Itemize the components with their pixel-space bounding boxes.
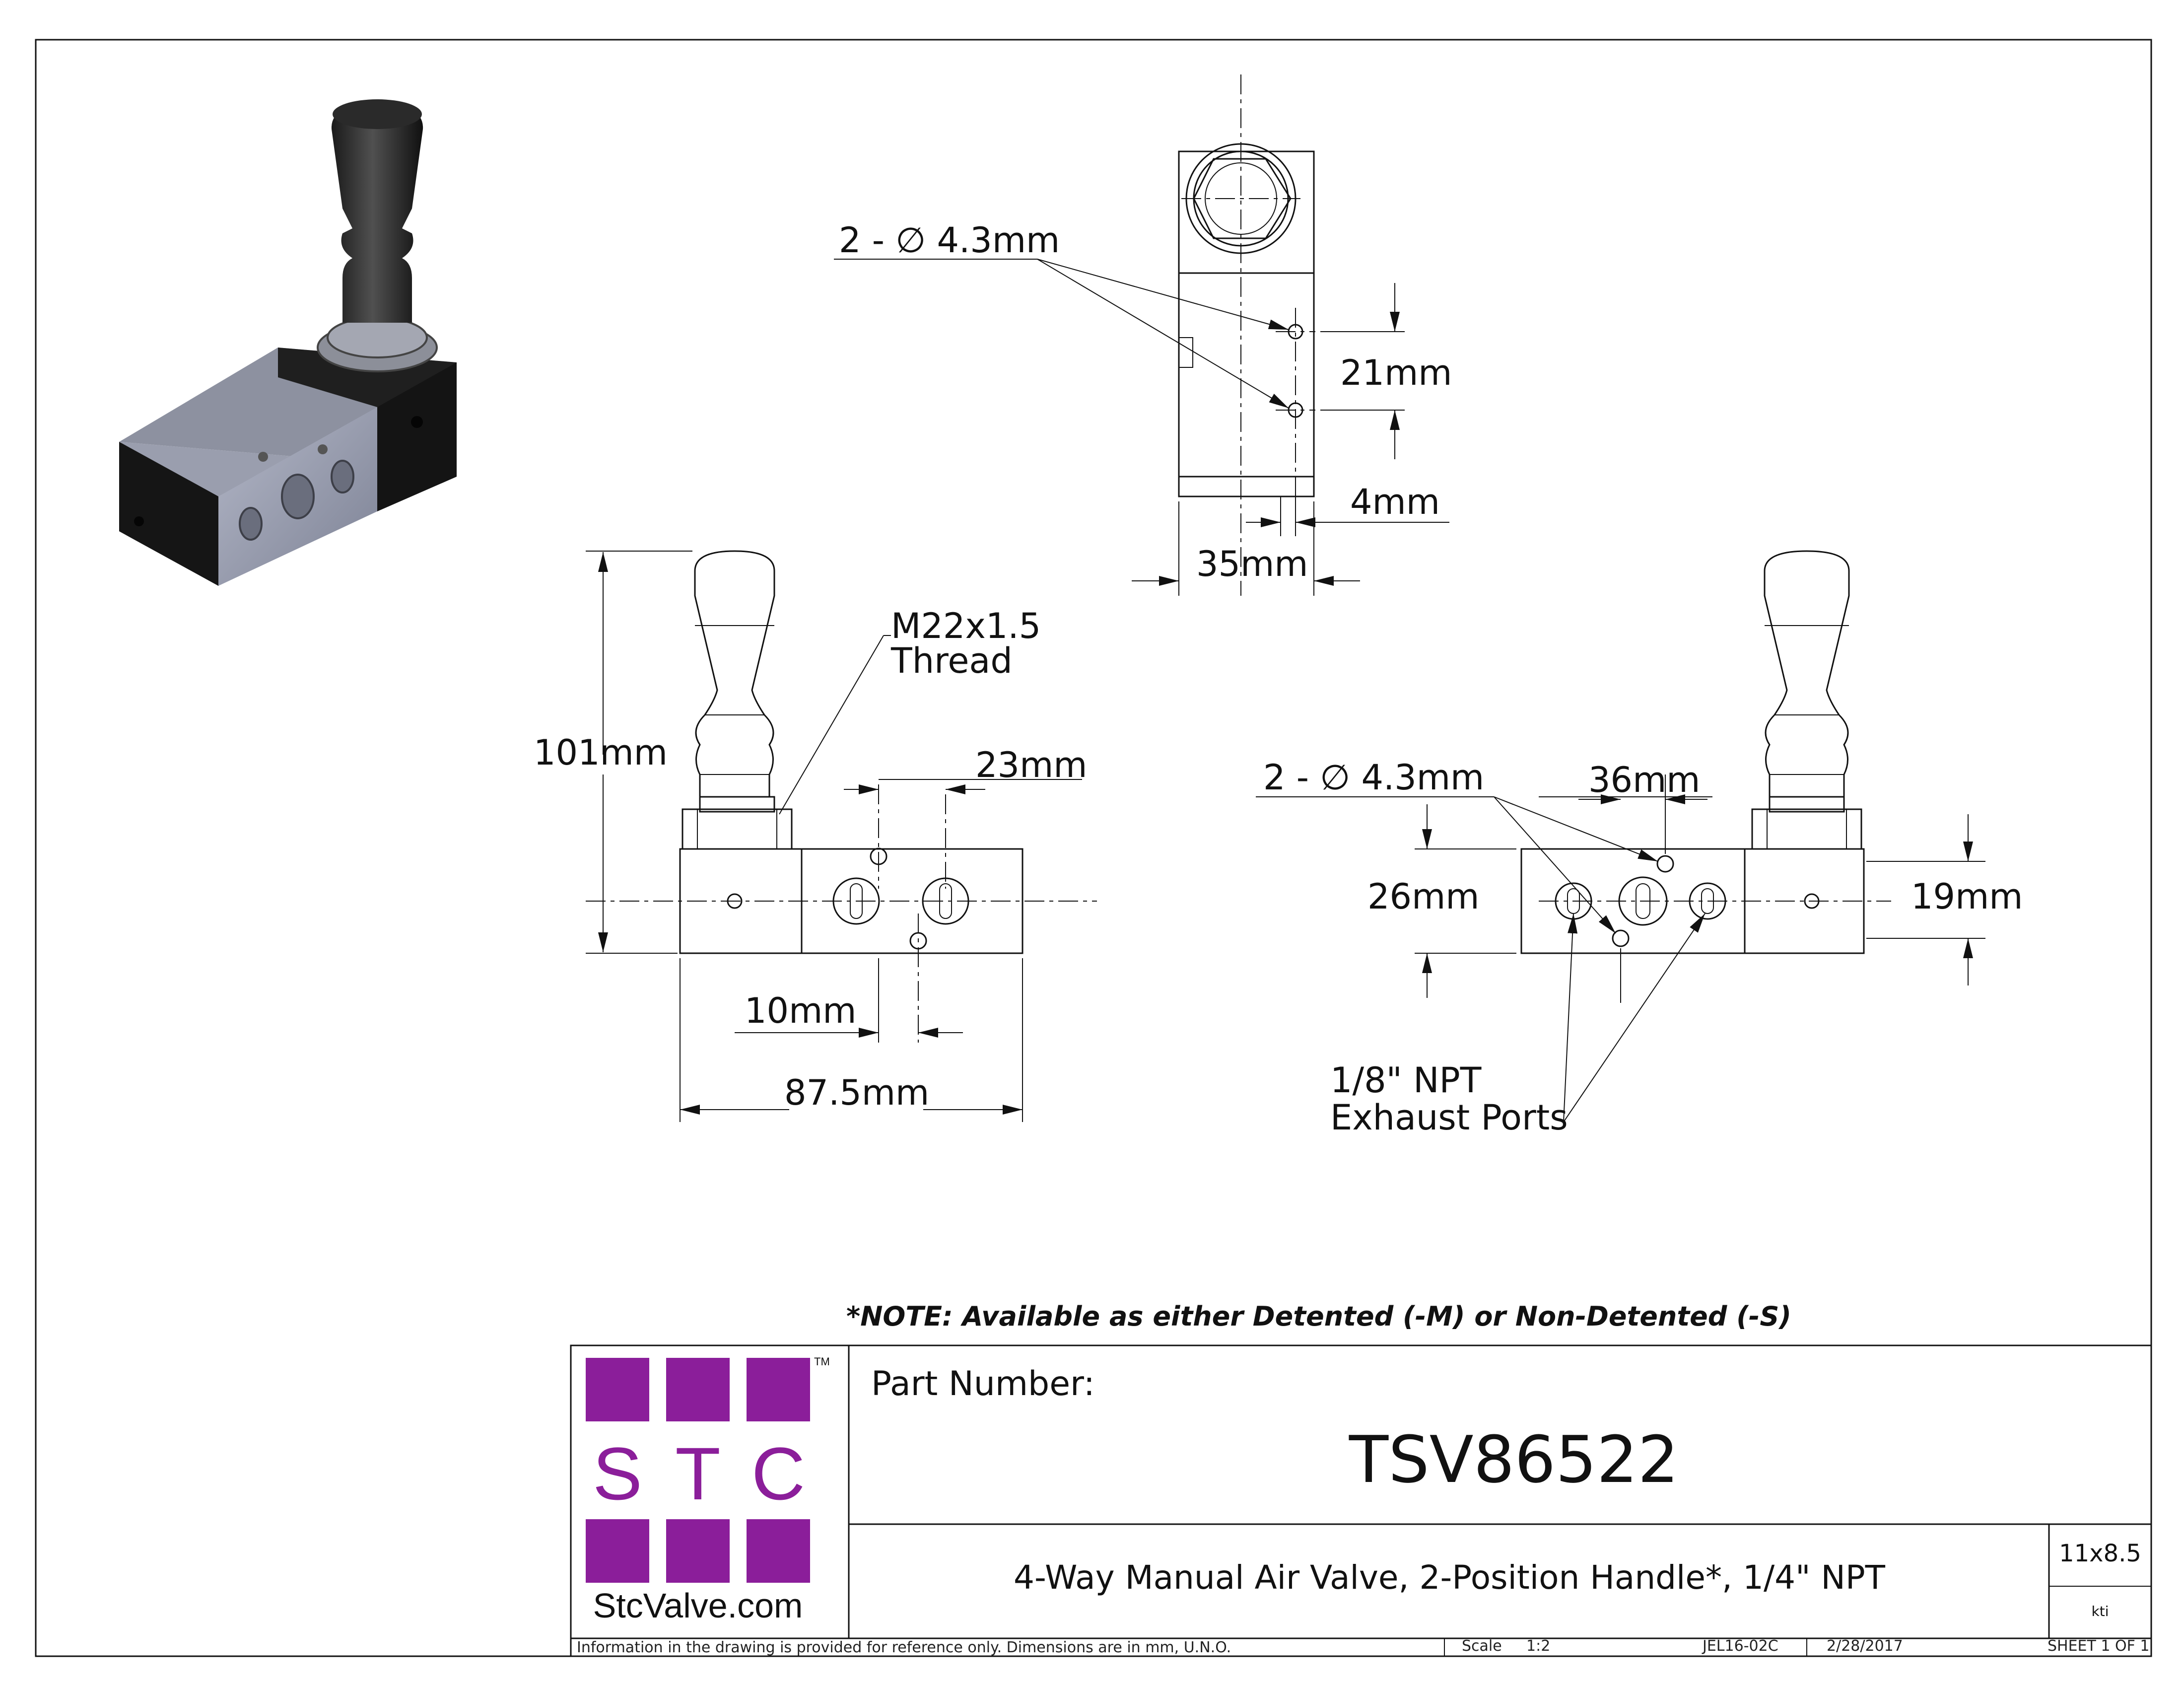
top-offset-label: 4mm	[1350, 482, 1440, 522]
top-hole-spacing-label: 21mm	[1340, 352, 1452, 393]
front-length-label: 87.5mm	[784, 1072, 929, 1113]
drawing-date: 2/28/2017	[1827, 1637, 1903, 1655]
side-height-left-label: 26mm	[1367, 876, 1479, 917]
logo-tm: TM	[814, 1355, 830, 1368]
thread-label-line2: Thread	[890, 640, 1013, 681]
front-hole-offset-label: 10mm	[745, 990, 856, 1031]
availability-note: *NOTE: Available as either Detented (-M)…	[846, 1301, 1791, 1332]
drawing-number: JEL16-02C	[1702, 1637, 1778, 1655]
logo-site: StcValve.com	[593, 1586, 803, 1625]
drawn-by: kti	[2092, 1603, 2109, 1619]
title-block	[570, 1344, 2152, 1657]
scale-label: Scale	[1462, 1637, 1502, 1655]
thread-label-line1: M22x1.5	[891, 606, 1041, 646]
top-view	[834, 74, 1449, 596]
logo-letter-s: S	[593, 1432, 642, 1515]
front-view	[586, 550, 1097, 1122]
part-number-label: Part Number:	[871, 1364, 1095, 1404]
part-number: TSV86522	[1349, 1422, 1679, 1497]
top-width-label: 35mm	[1196, 544, 1308, 584]
front-port-spacing-label: 23mm	[975, 745, 1087, 785]
part-description: 4-Way Manual Air Valve, 2-Position Handl…	[1014, 1558, 1886, 1597]
scale-value: 1:2	[1526, 1637, 1550, 1655]
isometric-view	[119, 99, 457, 586]
sheet-number: SHEET 1 OF 1	[2048, 1637, 2150, 1655]
logo-letter-c: C	[751, 1432, 805, 1515]
side-height-right-label: 19mm	[1911, 876, 2023, 917]
exhaust-label-line1: 1/8" NPT	[1330, 1060, 1482, 1101]
front-height-label: 101mm	[534, 732, 668, 773]
side-view	[1256, 550, 1985, 1123]
top-holes-label: 2 - ∅ 4.3mm	[839, 220, 1060, 261]
side-hole-spacing-label: 36mm	[1588, 760, 1700, 800]
logo-letter-t: T	[675, 1432, 721, 1515]
side-holes-label: 2 - ∅ 4.3mm	[1263, 757, 1484, 798]
disclaimer: Information in the drawing is provided f…	[577, 1639, 1231, 1656]
sheet-size: 11x8.5	[2059, 1540, 2141, 1567]
exhaust-label-line2: Exhaust Ports	[1330, 1097, 1568, 1138]
